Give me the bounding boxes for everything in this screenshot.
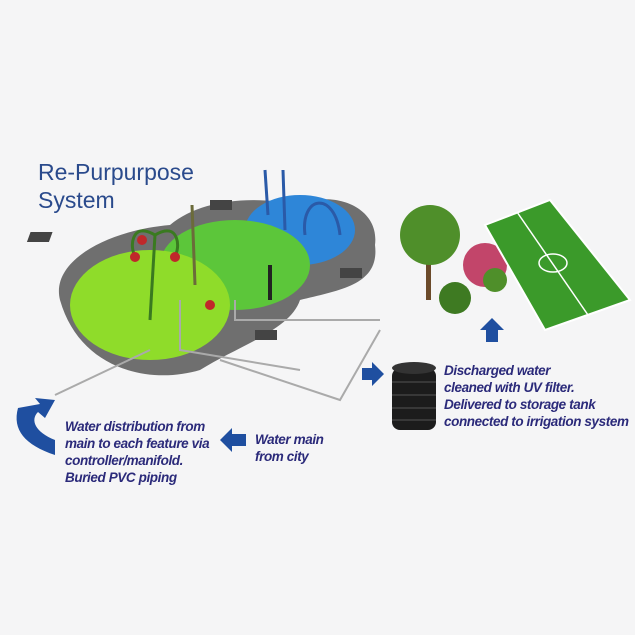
to-tank-arrow-icon (362, 362, 384, 386)
title-line: Re-Purpurpose (38, 159, 194, 185)
diagram-title: Re-Purpurpose System (38, 158, 194, 214)
title-line: System (38, 187, 115, 213)
distribution-arrow-icon (16, 398, 55, 455)
caption-line: cleaned with UV filter. (444, 380, 575, 395)
water-main-caption: Water main from city (255, 431, 324, 465)
water-main-arrow-icon (220, 428, 246, 452)
caption-line: Water distribution from (65, 419, 205, 434)
distribution-caption: Water distribution from main to each fea… (65, 418, 210, 486)
to-irrigation-arrow-icon (480, 318, 504, 342)
caption-line: connected to irrigation system (444, 414, 629, 429)
caption-line: Delivered to storage tank (444, 397, 596, 412)
caption-line: Discharged water (444, 363, 551, 378)
caption-line: main to each feature via (65, 436, 210, 451)
caption-line: controller/manifold. (65, 453, 184, 468)
benches (26, 200, 362, 340)
trees (400, 205, 507, 314)
soccer-field (483, 198, 632, 332)
buried-piping (54, 300, 381, 402)
discharge-caption: Discharged water cleaned with UV filter.… (444, 362, 629, 430)
caption-line: from city (255, 449, 309, 464)
caption-line: Water main (255, 432, 324, 447)
caption-line: Buried PVC piping (65, 470, 177, 485)
storage-tank (392, 362, 436, 430)
